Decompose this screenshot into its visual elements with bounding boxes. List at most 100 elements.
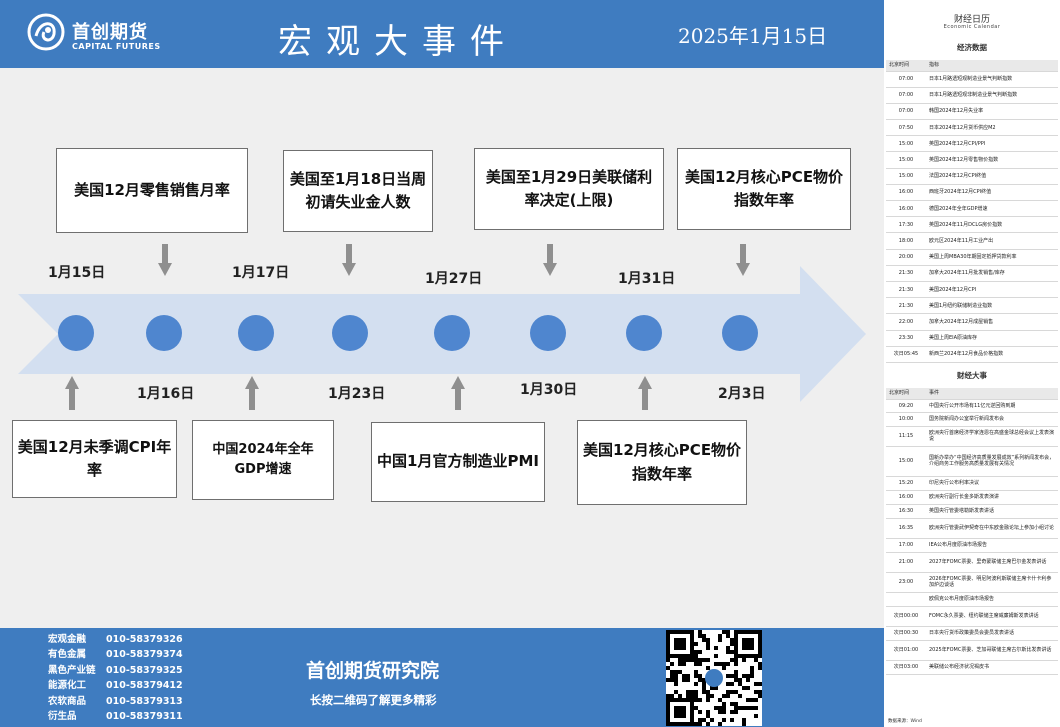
row-text: 2027年FOMC票委、里奇蒙联储主席巴尔金发表讲话 bbox=[926, 552, 1058, 573]
row-text: 日本2024年12月货币供应M2 bbox=[926, 119, 1058, 137]
row-time bbox=[886, 592, 926, 607]
row-time: 18:00 bbox=[886, 232, 926, 250]
row-time: 16:00 bbox=[886, 490, 926, 505]
logo-cn-text: 首创期货 bbox=[72, 22, 148, 43]
qr-code-icon[interactable] bbox=[666, 630, 762, 726]
row-text: 美国1月纽约联储制造业指数 bbox=[926, 297, 1058, 315]
row-text: 法国2024年12月CPI终值 bbox=[926, 168, 1058, 185]
contact-dept: 衍生品 bbox=[48, 711, 77, 723]
calendar-subtitle: Economic Calendar bbox=[943, 24, 1001, 30]
row-time: 次日00:30 bbox=[886, 626, 926, 641]
row-time: 09:20 bbox=[886, 399, 926, 413]
contact-phone: 010-58379412 bbox=[106, 680, 183, 692]
event-box-bottom: 中国2024年全年GDP增速 bbox=[192, 420, 334, 500]
row-text: 日本央行货币政策委员会委员发表讲话 bbox=[926, 626, 1058, 641]
row-text: 英国2024年11月DCLG房价指数 bbox=[926, 216, 1058, 234]
row-time: 23:00 bbox=[886, 572, 926, 593]
row-text: 美国上周EIA原油库存 bbox=[926, 330, 1058, 347]
economic-data-title: 经济数据 bbox=[957, 43, 987, 52]
down-arrow-icon bbox=[543, 244, 557, 276]
table-header-cell: 指标 bbox=[926, 60, 1058, 72]
row-time: 15:00 bbox=[886, 446, 926, 477]
footer-slogan: 长按二维码了解更多精彩 bbox=[310, 693, 437, 707]
row-text: 加拿大2024年11月批发销售/库存 bbox=[926, 265, 1058, 282]
contact-dept: 宏观金融 bbox=[48, 634, 87, 645]
event-date-top: 1月31日 bbox=[618, 271, 676, 287]
contact-dept: 有色金属 bbox=[48, 649, 87, 661]
contact-row: 宏观金融 010-58379326 bbox=[48, 632, 183, 647]
row-time: 11:15 bbox=[886, 426, 926, 447]
down-arrow-icon bbox=[342, 244, 356, 276]
timeline-dot bbox=[530, 315, 566, 351]
event-date-bottom: 1月30日 bbox=[520, 382, 578, 398]
row-text: 中国央行公开市场有11亿元逆回购到期 bbox=[926, 399, 1058, 413]
row-time: 07:00 bbox=[886, 87, 926, 104]
row-text: 日本1月路透短观制造业景气判断指数 bbox=[926, 71, 1058, 88]
row-time: 16:00 bbox=[886, 184, 926, 202]
row-time: 16:30 bbox=[886, 504, 926, 519]
event-box-top: 美国至1月29日美联储利率决定(上限) bbox=[474, 148, 664, 230]
row-text: 欧洲央行管委武伊契奇在中东欧金融论坛上参加小组讨论 bbox=[926, 518, 1058, 539]
contact-dept: 能源化工 bbox=[48, 680, 87, 692]
row-text: 英国2024年12月CPI/PPI bbox=[926, 135, 1058, 153]
contact-phone: 010-58379326 bbox=[106, 634, 183, 645]
down-arrow-icon bbox=[158, 244, 172, 276]
event-box-bottom: 中国1月官方制造业PMI bbox=[371, 422, 545, 502]
table-header-cell: 事件 bbox=[926, 388, 1058, 400]
contact-row: 能源化工 010-58379412 bbox=[48, 678, 183, 693]
row-time: 07:00 bbox=[886, 103, 926, 121]
up-arrow-icon bbox=[451, 376, 465, 410]
row-text: 英国2024年12月零售物价指数 bbox=[926, 151, 1058, 169]
contact-phone: 010-58379311 bbox=[106, 711, 183, 723]
page-title: 宏观大事件 bbox=[278, 22, 518, 62]
up-arrow-icon bbox=[638, 376, 652, 410]
row-text: 美国2024年12月CPI bbox=[926, 281, 1058, 299]
row-time: 15:20 bbox=[886, 476, 926, 491]
event-date-top: 1月27日 bbox=[425, 271, 483, 287]
table-header-cell: 北京时间 bbox=[886, 60, 926, 72]
row-time: 17:00 bbox=[886, 538, 926, 553]
row-text: 英国央行管委塔勒斯发表讲话 bbox=[926, 504, 1058, 519]
row-time: 16:35 bbox=[886, 518, 926, 539]
contact-dept: 黑色产业链 bbox=[48, 664, 96, 676]
row-time: 21:30 bbox=[886, 265, 926, 282]
timeline-dot bbox=[332, 315, 368, 351]
contact-row: 有色金属 010-58379374 bbox=[48, 647, 183, 662]
up-arrow-icon bbox=[65, 376, 79, 410]
up-arrow-icon bbox=[245, 376, 259, 410]
row-text: 德国2024年全年GDP增速 bbox=[926, 200, 1058, 218]
contact-phone: 010-58379374 bbox=[106, 649, 183, 661]
row-time: 23:30 bbox=[886, 330, 926, 347]
table-header-row: 北京时间指标 bbox=[886, 60, 1058, 72]
timeline-dot bbox=[58, 315, 94, 351]
row-text: 韩国2024年12月失业率 bbox=[926, 103, 1058, 121]
row-time: 次日00:00 bbox=[886, 606, 926, 627]
row-text: FOMC永久票委、纽约联储主席威廉姆斯发表讲话 bbox=[926, 606, 1058, 627]
row-text: 欧佩克公布月度原油市场报告 bbox=[926, 592, 1058, 607]
logo-swirl-icon bbox=[27, 13, 65, 51]
